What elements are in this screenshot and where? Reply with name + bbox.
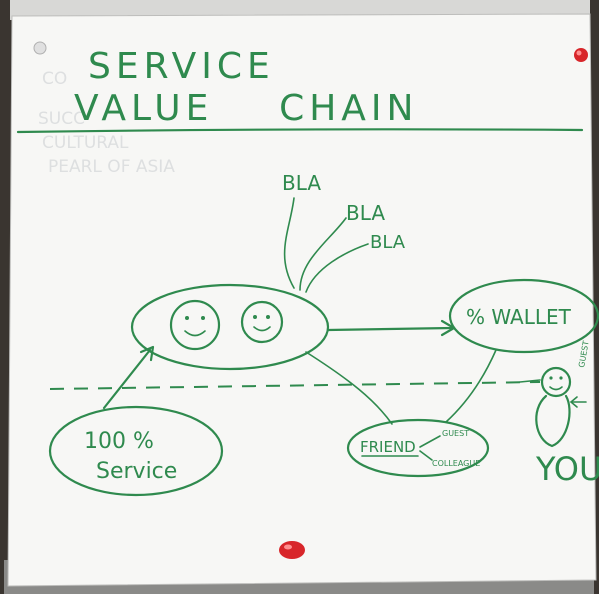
title-line-2: VALUE CHAIN (74, 88, 418, 129)
friend-branch-line-1 (419, 435, 441, 448)
smiley-icon (169, 299, 221, 351)
you-body-icon (535, 394, 571, 448)
ghost-text: CO SUCC CULTURAL PEARL OF ASIA (38, 69, 175, 177)
friend-branch-line-2 (419, 450, 433, 461)
friend-label: FRIEND (360, 438, 416, 456)
ghost-line-4: PEARL OF ASIA (48, 157, 175, 177)
ghost-line-3: CULTURAL (42, 133, 129, 153)
arrow-to-wallet (326, 326, 454, 332)
bla-line-1 (283, 197, 295, 289)
title-underline (16, 128, 584, 134)
ghost-line-2: SUCC (38, 109, 85, 129)
arrow-head-icon (139, 345, 155, 362)
friend-branch-colleague: COLLEAGUE (432, 459, 480, 468)
you-label: YOU (535, 450, 599, 488)
paper-sheet (8, 14, 596, 586)
line-to-friend (305, 351, 393, 425)
paper-edge (7, 13, 597, 587)
smiley-icon (240, 300, 284, 344)
bla-label-2: BLA (346, 201, 385, 225)
white-pin-icon (33, 41, 47, 55)
ghost-line-1: CO (42, 69, 67, 89)
pin-highlight-icon (576, 50, 582, 56)
arrow-to-people (102, 348, 152, 410)
people-ellipse-outline (130, 283, 330, 371)
dashed-line (49, 381, 541, 390)
title: SERVICE VALUE CHAIN (74, 46, 418, 129)
friend-ellipse-outline (346, 418, 490, 478)
people-ellipse (130, 283, 330, 371)
red-pin-top-icon (574, 48, 588, 62)
you-link-line (519, 379, 541, 383)
line-to-wallet (445, 349, 497, 423)
bla-label-1: BLA (282, 171, 321, 195)
wallet-ellipse: % WALLET (448, 278, 599, 354)
bla-label-3: BLA (370, 232, 406, 253)
you-head-icon (540, 366, 572, 398)
bla-group: BLA BLA BLA (282, 171, 406, 293)
wallet-ellipse-outline (448, 278, 599, 354)
friend-ellipse: FRIEND GUEST COLLEAGUE (346, 418, 490, 478)
bla-line-3 (305, 243, 369, 293)
service-label-line-1: 100 % (84, 429, 154, 454)
service-label-line-2: Service (96, 459, 177, 484)
wallet-label: % WALLET (466, 305, 572, 329)
pin-highlight-icon (284, 544, 292, 550)
service-ellipse: 100 % Service (48, 405, 224, 497)
service-ellipse-outline (48, 405, 224, 497)
bla-line-2 (299, 217, 347, 291)
red-pin-bottom-icon (279, 541, 305, 559)
friend-branch-guest: GUEST (442, 429, 469, 438)
title-line-1: SERVICE (88, 46, 275, 87)
